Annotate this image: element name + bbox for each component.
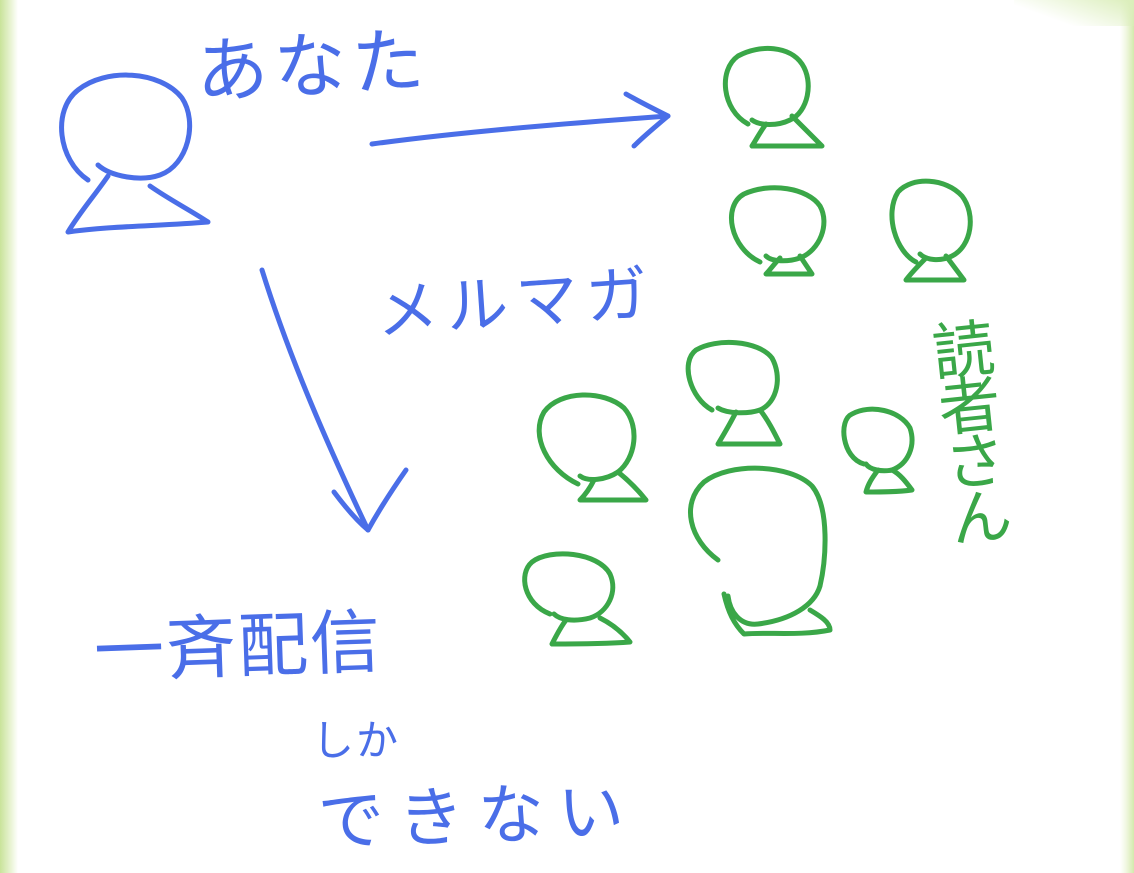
right-edge-decoration: [1120, 0, 1134, 873]
label-mail-magazine: メルマガ: [373, 256, 659, 349]
left-edge-decoration: [0, 0, 18, 873]
label-shika: しか: [312, 716, 401, 765]
reader-person-icon: [522, 551, 633, 647]
reader-person-icon: [685, 339, 783, 447]
reader-person-icon: [536, 392, 649, 503]
arrow-right-icon: [369, 91, 671, 149]
label-you: あなた: [193, 17, 433, 115]
reader-person-icon: [722, 45, 825, 149]
reader-person-icon: [729, 185, 827, 277]
sender-person-icon: [59, 72, 211, 235]
label-broadcast: 一斉配信: [92, 600, 384, 694]
label-cannot: できない: [316, 772, 640, 861]
corner-decoration: [1014, 0, 1134, 26]
arrow-down-icon: [259, 267, 409, 533]
reader-person-icon: [841, 406, 915, 495]
reader-person-icon: [688, 465, 833, 637]
reader-person-icon: [889, 178, 973, 283]
